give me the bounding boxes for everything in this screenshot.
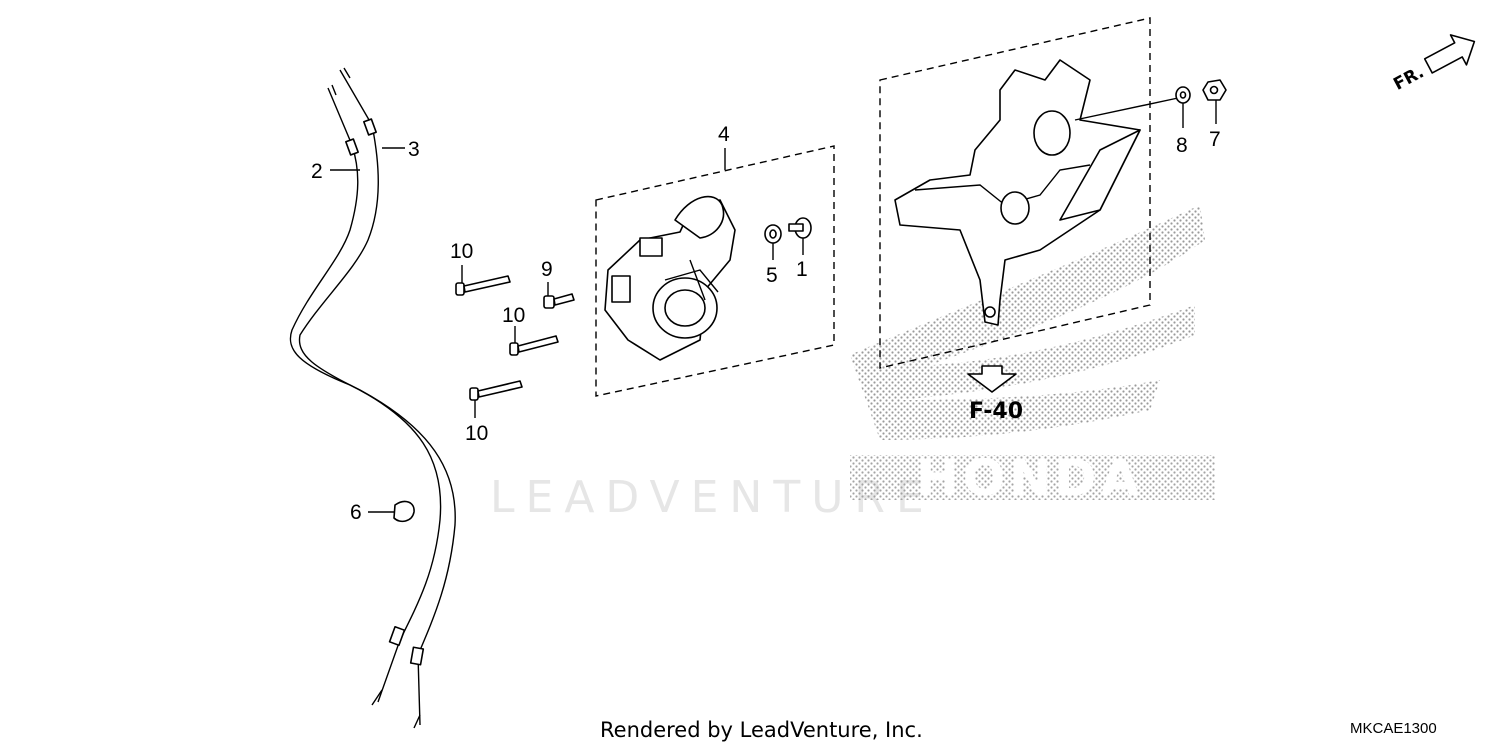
front-label: FR. <box>1390 62 1427 94</box>
honda-wordmark: HONDA <box>917 449 1143 507</box>
callout-10a: 10 <box>450 240 473 263</box>
throttle-body <box>604 195 736 361</box>
screw-1 <box>788 217 812 255</box>
reference-arrow-f40: F-40 <box>967 365 1023 424</box>
footer-credit: Rendered by LeadVenture, Inc. <box>600 718 923 742</box>
bolt-10a <box>455 265 511 296</box>
throttle-cables <box>289 67 456 729</box>
bolt-9 <box>543 282 575 309</box>
bolt-10b <box>509 326 559 356</box>
callout-1: 1 <box>796 258 808 281</box>
callout-10c: 10 <box>465 422 488 445</box>
callout-10b: 10 <box>502 304 525 327</box>
callout-4: 4 <box>718 123 730 146</box>
nut-7 <box>1202 79 1227 124</box>
callout-3: 3 <box>408 138 420 161</box>
honda-wing-watermark: HONDA <box>850 205 1215 507</box>
washer-5 <box>764 224 782 260</box>
throttle-body-boundary <box>595 145 835 397</box>
callout-7: 7 <box>1209 128 1221 151</box>
callout-6: 6 <box>350 501 362 524</box>
bracket-boundary <box>879 17 1151 369</box>
callout-8: 8 <box>1176 134 1188 157</box>
callout-9: 9 <box>541 258 553 281</box>
front-arrow: FR. <box>1390 34 1476 95</box>
washer-8 <box>1175 86 1191 128</box>
callout-2: 2 <box>311 160 323 183</box>
callout-5: 5 <box>766 264 778 287</box>
reference-label: F-40 <box>969 399 1023 424</box>
bolt-10c <box>469 380 523 418</box>
bracket <box>894 59 1179 326</box>
cable-clamp <box>368 500 415 523</box>
diagram-code: MKCAE1300 <box>1350 720 1437 737</box>
